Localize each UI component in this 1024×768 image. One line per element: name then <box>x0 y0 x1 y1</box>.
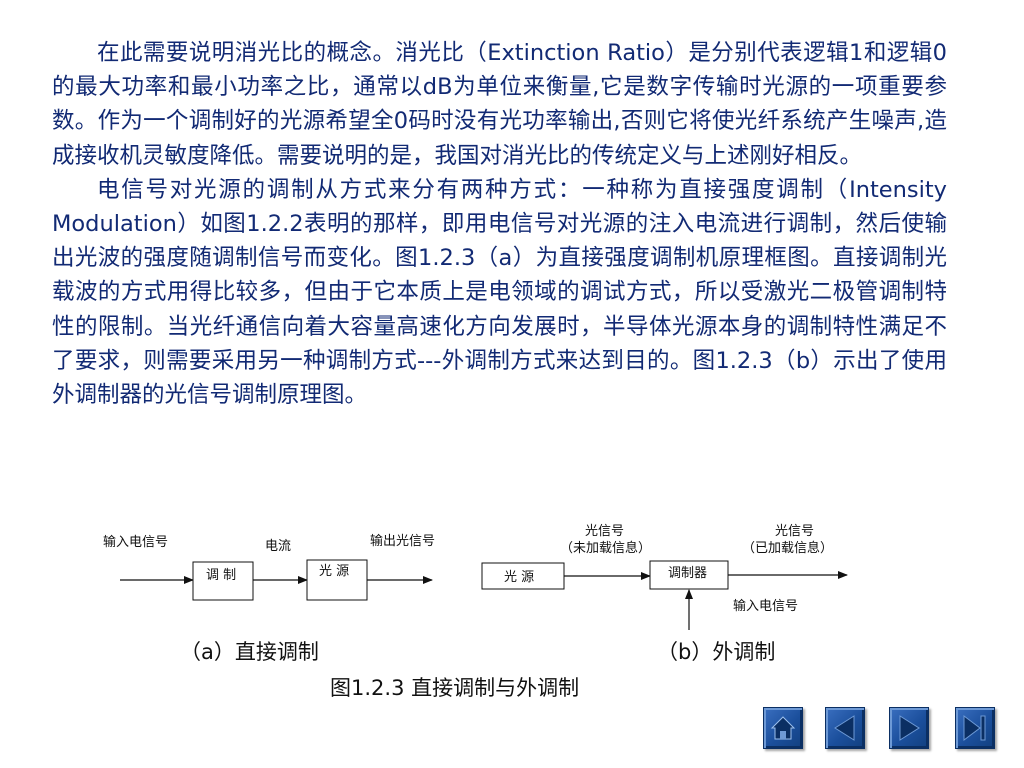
box-light-source-a <box>306 559 368 601</box>
figure-caption: 图1.2.3 直接调制与外调制 <box>330 676 580 700</box>
caption-external-modulation: （b）外调制 <box>657 640 776 664</box>
label-input-electric-signal-a: 输入电信号 <box>103 534 168 550</box>
previous-icon <box>834 715 855 741</box>
previous-button[interactable] <box>825 707 865 749</box>
home-icon <box>770 716 796 740</box>
body-text: 在此需要说明消光比的概念。消光比（Extinction Ratio）是分别代表逻… <box>52 36 947 412</box>
last-button[interactable] <box>955 707 995 749</box>
diagram-direct-modulation: 输入电信号 电流 输出光信号 调 制 光 源 <box>103 533 435 601</box>
last-icon <box>963 715 986 741</box>
box-light-source-a-label: 光 源 <box>319 564 349 579</box>
paragraph-extinction-ratio: 在此需要说明消光比的概念。消光比（Extinction Ratio）是分别代表逻… <box>52 40 947 169</box>
box-modulator <box>649 560 729 590</box>
paragraph-modulation-methods: 电信号对光源的调制从方式来分有两种方式：一种称为直接强度调制（Intensity… <box>52 176 947 409</box>
home-button[interactable] <box>763 707 803 749</box>
label-no-info: （未加载信息） <box>560 540 651 556</box>
box-light-source-b <box>481 562 565 590</box>
next-icon <box>899 715 920 741</box>
label-optical-signal-2: 光信号 <box>775 524 814 539</box>
label-output-optical-signal: 输出光信号 <box>370 533 435 549</box>
diagram-external-modulation: 光 源 光信号 （未加载信息） 调制器 光信号 （已加载信息） 输入电信号 <box>481 524 848 630</box>
box-modulate-label: 调 制 <box>206 568 236 583</box>
box-light-source-b-label: 光 源 <box>504 570 534 585</box>
label-optical-signal-1: 光信号 <box>585 524 624 539</box>
label-input-electric-signal-b: 输入电信号 <box>733 598 798 614</box>
label-current: 电流 <box>265 539 291 554</box>
box-modulate <box>192 561 254 601</box>
label-with-info: （已加载信息） <box>742 540 833 556</box>
next-button[interactable] <box>889 707 929 749</box>
caption-direct-modulation: （a）直接调制 <box>180 640 319 664</box>
box-modulator-label: 调制器 <box>668 566 707 581</box>
